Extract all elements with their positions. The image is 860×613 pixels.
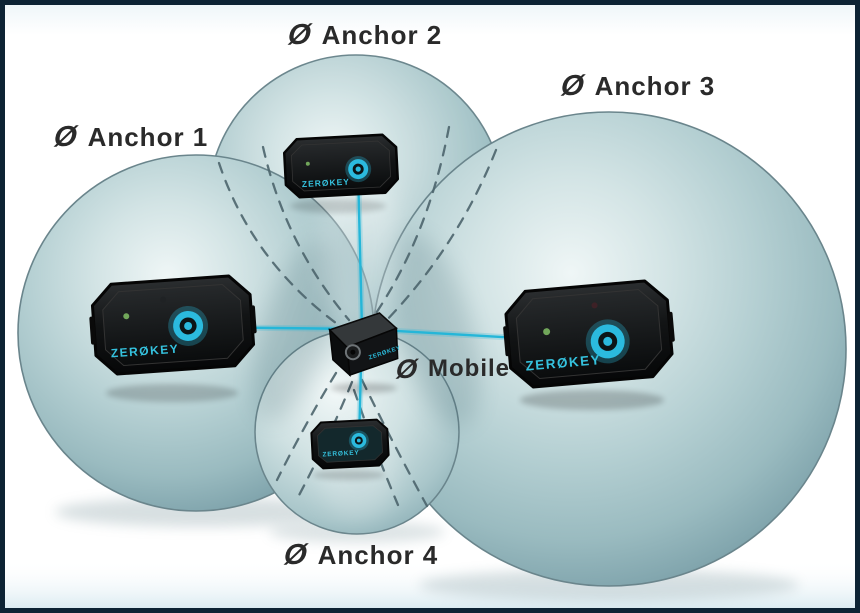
anchor-4-label: Ø Anchor 4 [282, 539, 439, 571]
mobile-label: Ø Mobile [394, 353, 511, 384]
anchor-1-label: Ø Anchor 1 [52, 121, 209, 153]
arc-anchor2-anchor3-outer [381, 148, 498, 326]
zerokey-logo-icon: Ø [394, 353, 420, 384]
anchor-3-label: Ø Anchor 3 [559, 70, 716, 102]
anchor-4-label-text: Anchor 4 [317, 540, 439, 570]
mobile-label-text: Mobile [428, 355, 511, 382]
arc-anchor1-anchor4-outer [275, 371, 338, 482]
anchor-3-device: ZERØKEY [503, 279, 675, 389]
anchor-4-device: ZERØKEY [310, 418, 390, 470]
arc-anchor1-anchor2-inner [261, 145, 351, 322]
zerokey-logo-icon: Ø [52, 121, 80, 153]
anchor-2-label: Ø Anchor 2 [286, 19, 443, 51]
arc-anchor2-anchor3-inner [370, 125, 451, 321]
anchor-1-button [160, 296, 167, 303]
anchor-1-led [123, 313, 130, 320]
anchor-2-brand-text: ZERØKEY [302, 177, 351, 190]
anchor-3-button [591, 302, 598, 309]
anchor-3-brand-text: ZERØKEY [525, 352, 602, 374]
anchor-3-led [543, 328, 551, 336]
anchor-2-led [305, 161, 310, 166]
zerokey-logo-icon: Ø [282, 539, 310, 571]
zerokey-logo-icon: Ø [286, 19, 314, 51]
top-sheen [5, 5, 855, 35]
anchor-3-label-text: Anchor 3 [594, 71, 716, 101]
anchor-1-brand-text: ZERØKEY [110, 342, 179, 361]
anchor-2-device: ZERØKEY [282, 133, 400, 199]
anchor-2-label-text: Anchor 2 [321, 20, 443, 50]
anchor-4-ring [348, 430, 369, 451]
device-shadows [106, 199, 664, 480]
anchor-2-ring [345, 156, 372, 183]
anchor-3-ring [585, 319, 630, 364]
anchor-4-brand-text: ZERØKEY [322, 450, 359, 459]
anchor-1-ring [168, 305, 209, 346]
arc-anchor1-anchor2-outer [217, 161, 342, 328]
zerokey-logo-icon: Ø [559, 70, 587, 102]
anchor-1-label-text: Anchor 1 [87, 122, 209, 152]
anchor-1-device: ZERØKEY [89, 274, 257, 376]
mobile-device: ZERØKEY [328, 312, 402, 377]
